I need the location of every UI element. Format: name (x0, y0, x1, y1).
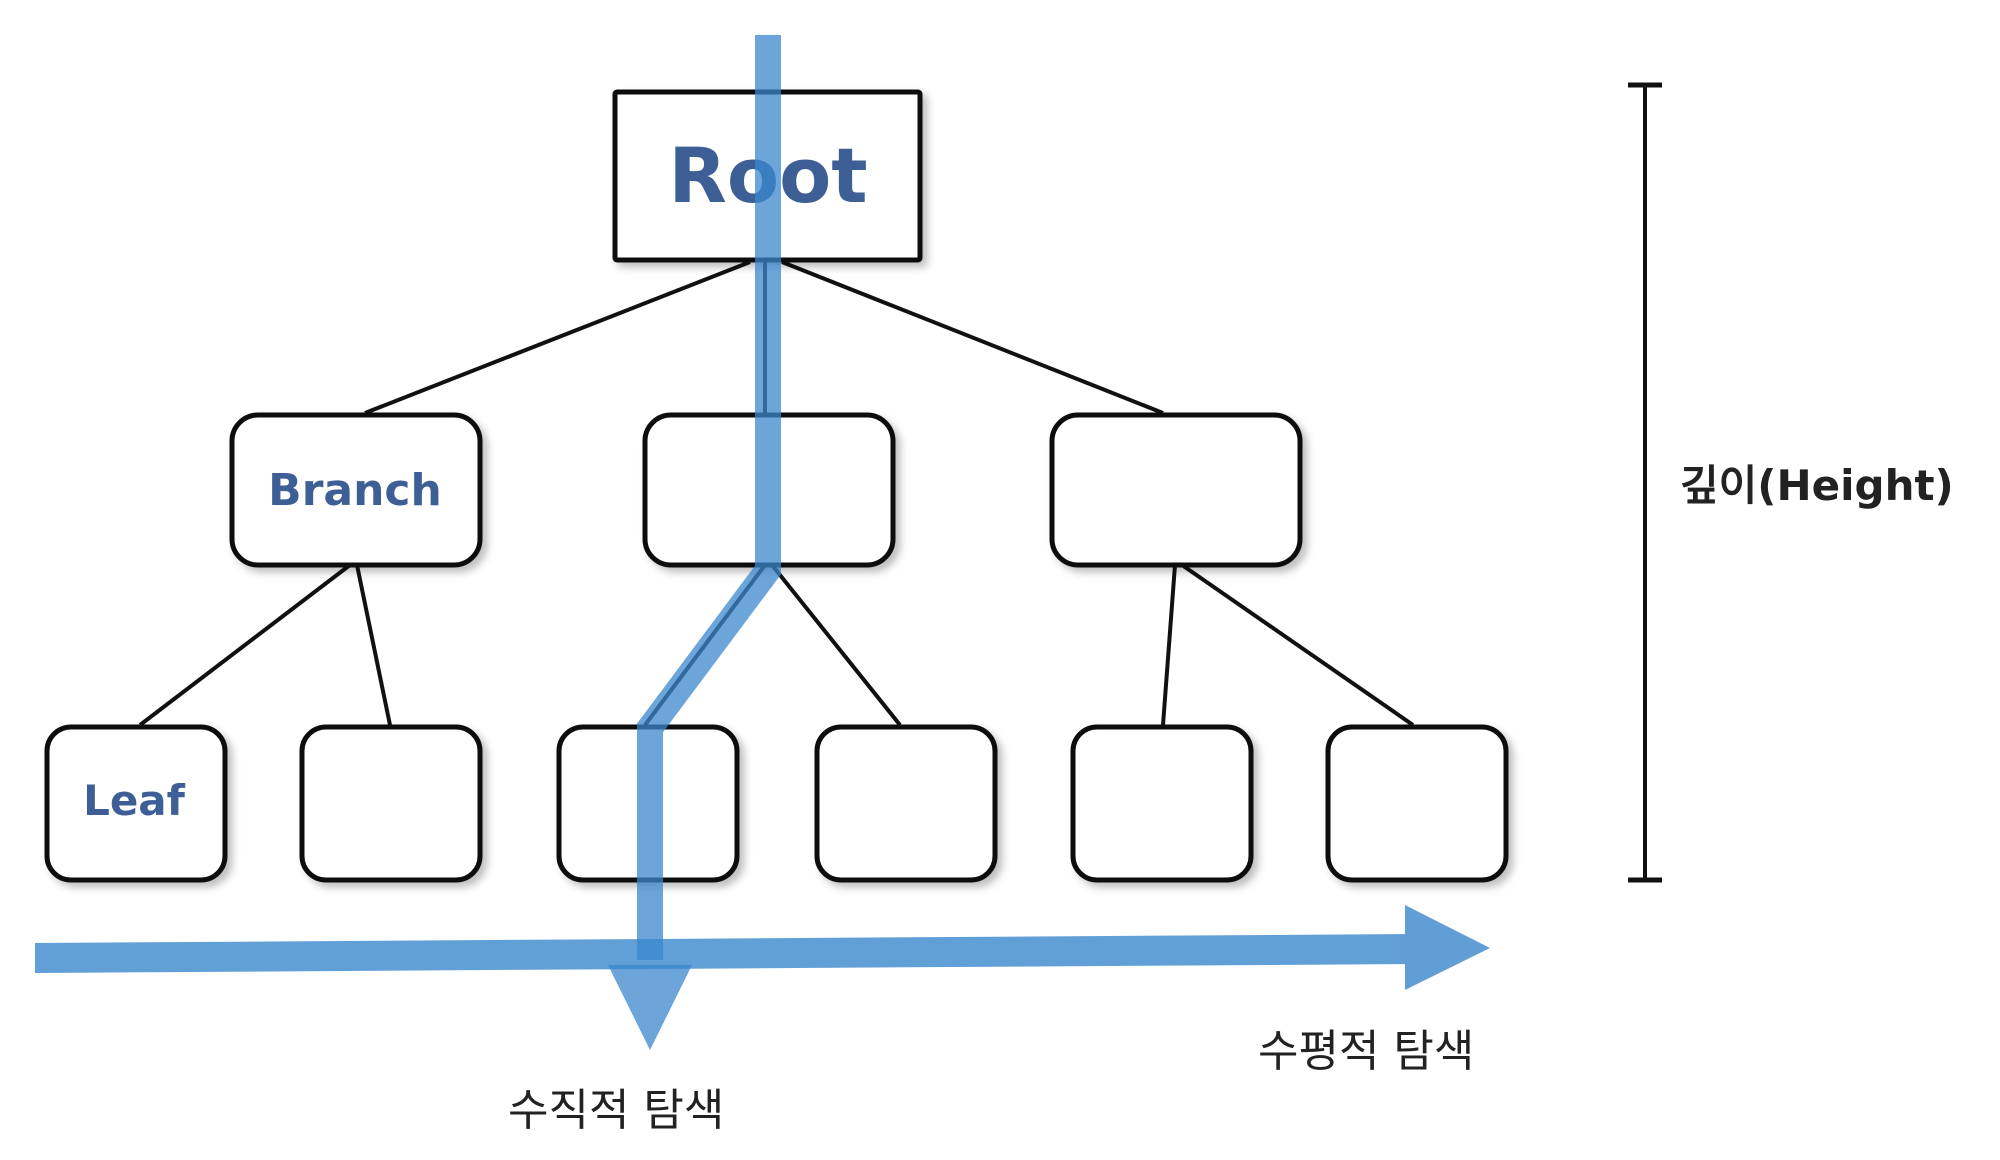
tree-nodes (44, 89, 1509, 883)
edge-branch-left-leaf-2 (355, 564, 392, 726)
vertical-search-arrowhead (608, 965, 692, 1050)
horizontal-search-arrowhead (1405, 905, 1490, 990)
height-bracket (1628, 82, 1662, 883)
height-label: 깊이(Height) (1680, 461, 1954, 510)
leaf-node-4 (814, 724, 998, 883)
edge-branch-middle-leaf-4 (770, 563, 902, 727)
edge-branch-right-leaf-6 (1180, 563, 1415, 727)
edge-branch-left-leaf-1 (138, 563, 352, 727)
branch-node-right (1049, 412, 1303, 568)
edge-root-branch-right (781, 260, 1164, 415)
vertical-search-path (608, 35, 781, 1050)
branch-label: Branch (268, 465, 442, 516)
leaf-node-6 (1325, 724, 1509, 883)
horizontal-search-label: 수평적 탐색 (1258, 1026, 1474, 1077)
leaf-node-5 (1070, 724, 1254, 883)
horizontal-search-line (35, 934, 1415, 973)
vertical-search-label: 수직적 탐색 (508, 1085, 724, 1136)
leaf-node-1 (44, 724, 228, 883)
vertical-search-line (637, 35, 781, 960)
edge-root-branch-left (364, 260, 751, 415)
horizontal-search-path (35, 905, 1490, 990)
leaf-node-2 (299, 724, 483, 883)
branch-node-left (229, 412, 483, 568)
leaf-label: Leaf (83, 776, 186, 825)
edge-branch-right-leaf-5 (1161, 564, 1177, 726)
